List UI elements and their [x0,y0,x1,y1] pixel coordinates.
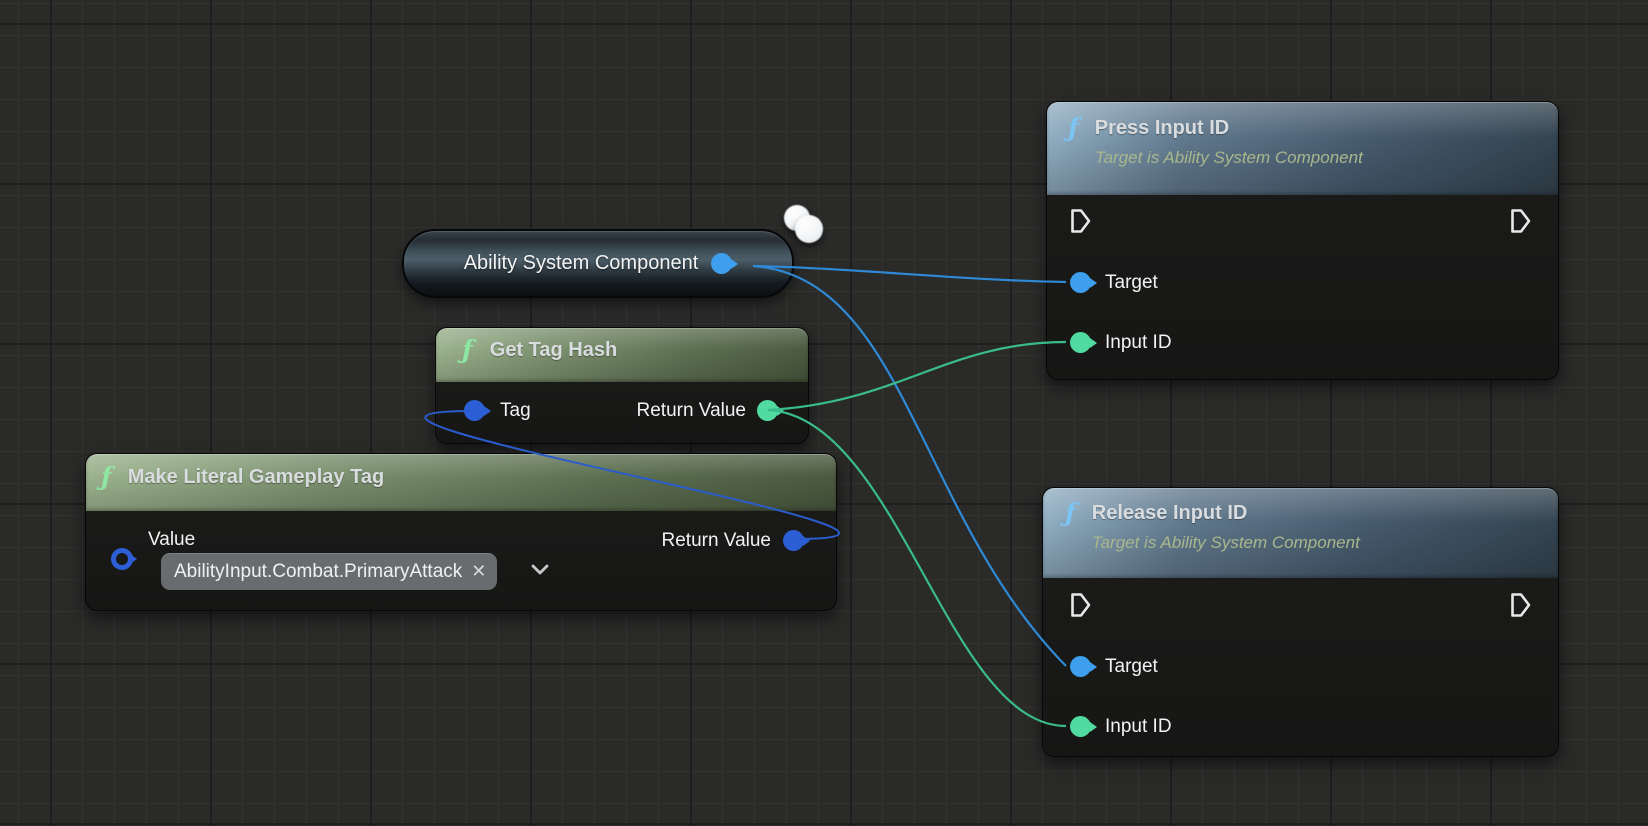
node-header: ƒ Get Tag Hash [436,328,808,382]
pin-label-target: Target [1105,272,1158,293]
chevron-down-icon[interactable] [530,563,550,582]
pin-label-input-id: Input ID [1105,332,1172,353]
node-header: ƒ Release Input ID Target is Ability Sys… [1043,488,1558,578]
output-pin-return-value[interactable] [757,400,778,421]
exec-in-pin[interactable] [1069,207,1092,240]
node-header: ƒ Make Literal Gameplay Tag [86,454,836,511]
node-make-literal-gameplay-tag[interactable]: ƒ Make Literal Gameplay Tag Value Abilit… [85,453,837,611]
pin-label-tag: Tag [500,400,531,421]
function-icon: ƒ [462,335,473,364]
output-pin-return-value[interactable] [783,530,804,551]
function-icon: ƒ [101,462,112,491]
input-pin-input-id[interactable] [1070,332,1091,353]
wire-asc-to-press-target[interactable] [752,264,1067,284]
exec-out-pin[interactable] [1509,207,1532,240]
input-pin-target[interactable] [1070,272,1091,293]
node-title: Press Input ID [1094,117,1230,139]
pin-label-value: Value [148,529,196,550]
input-pin-target[interactable] [1070,656,1091,677]
gameplay-tag-value: AbilityInput.Combat.PrimaryAttack [174,560,463,582]
node-get-tag-hash[interactable]: ƒ Get Tag Hash Tag Return Value [435,327,809,444]
cursor-trail-bubble [795,215,823,243]
clear-tag-icon[interactable]: ✕ [471,561,487,581]
node-press-input-id[interactable]: ƒ Press Input ID Target is Ability Syste… [1046,101,1559,380]
input-pin-value[interactable] [111,548,133,570]
gameplay-tag-value-chip[interactable]: AbilityInput.Combat.PrimaryAttack ✕ [161,553,498,590]
pin-label-return-value: Return Value [661,530,772,551]
wire-taghash-to-press-inputid[interactable] [767,340,1067,412]
input-pin-input-id[interactable] [1070,716,1091,737]
pin-label-input-id: Input ID [1105,716,1172,737]
pin-label-return-value: Return Value [636,400,747,421]
node-header: ƒ Press Input ID Target is Ability Syste… [1047,102,1558,195]
function-icon: ƒ [1065,498,1076,527]
node-release-input-id[interactable]: ƒ Release Input ID Target is Ability Sys… [1042,487,1559,757]
exec-out-pin[interactable] [1509,591,1532,624]
variable-label: Ability System Component [463,252,699,274]
output-pin-ability-system-component[interactable] [711,253,733,274]
node-title: Get Tag Hash [489,339,618,361]
node-title: Release Input ID [1091,502,1248,524]
node-title: Make Literal Gameplay Tag [127,466,385,488]
pin-label-target: Target [1105,656,1158,677]
node-ability-system-component[interactable]: Ability System Component [402,229,794,298]
input-pin-tag[interactable] [464,400,485,421]
node-subtitle: Target is Ability System Component [1091,533,1360,552]
exec-in-pin[interactable] [1069,591,1092,624]
function-icon: ƒ [1068,113,1079,142]
node-subtitle: Target is Ability System Component [1094,148,1363,167]
